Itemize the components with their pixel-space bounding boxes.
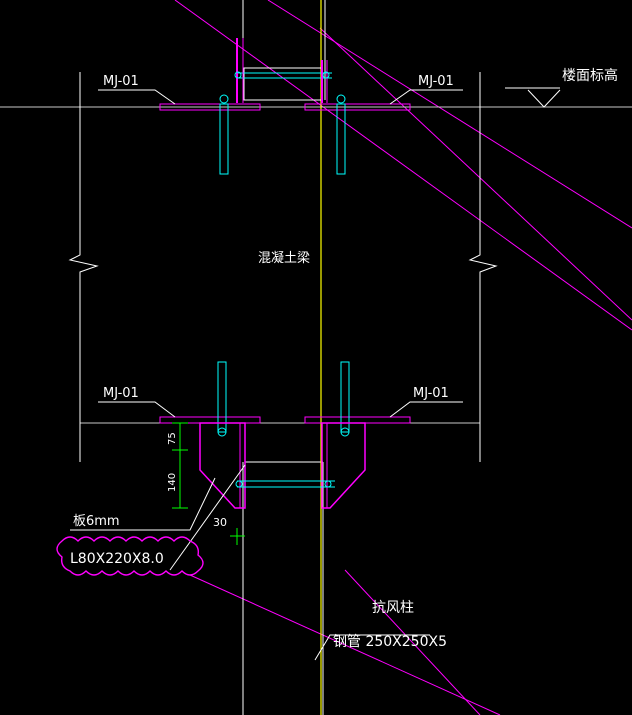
dim-label-75: 75 [167, 432, 178, 445]
plate-label: 板6mm [73, 514, 120, 529]
mj-label-top-right: MJ-01 [418, 74, 454, 89]
top-connection [159, 38, 411, 175]
dimension-lines [172, 422, 245, 545]
bottom-connection [159, 361, 411, 509]
floor-level-lines [0, 106, 632, 424]
wind-column-label: 抗风柱 [372, 600, 414, 616]
revision-cloud [56, 536, 204, 576]
concrete-beam-outline [68, 72, 498, 462]
leader-lines [70, 87, 561, 661]
mj-label-top-left: MJ-01 [103, 74, 139, 89]
mj-label-bottom-right: MJ-01 [413, 386, 449, 401]
floor-level-label: 楼面标高 [562, 67, 618, 84]
steel-tube-label: 钢管 250X250X5 [333, 634, 447, 650]
dim-label-30: 30 [213, 516, 227, 529]
angle-label: L80X220X8.0 [70, 551, 164, 567]
beam-label: 混凝土梁 [258, 250, 310, 266]
wind-column-lines [242, 0, 326, 715]
diagonal-guide-lines [174, 0, 632, 715]
mj-label-bottom-left: MJ-01 [103, 386, 139, 401]
dim-label-140: 140 [167, 473, 178, 492]
